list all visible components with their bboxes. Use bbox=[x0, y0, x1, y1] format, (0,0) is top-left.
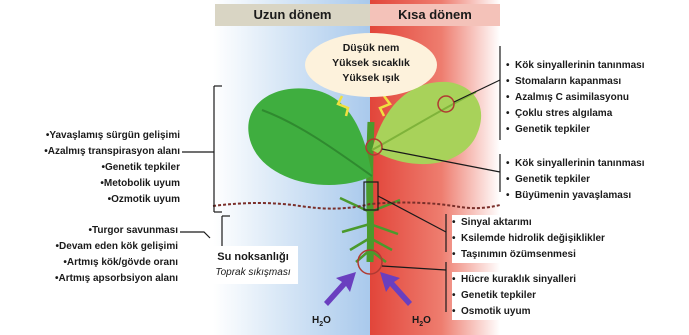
list-item: Genetik tepkiler bbox=[506, 172, 666, 188]
list-item: Devam eden kök gelişimi bbox=[2, 239, 178, 255]
climate-conditions: Düşük nem Yüksek sıcaklık Yüksek ışık bbox=[300, 41, 442, 86]
h2o-o: O bbox=[423, 315, 431, 326]
list-item: Ozmotik uyum bbox=[2, 192, 180, 208]
h2o-label-right: H2O bbox=[412, 315, 431, 328]
list-item: Genetik tepkiler bbox=[506, 122, 656, 138]
h2o-o: O bbox=[323, 315, 331, 326]
cloud-line: Yüksek ışık bbox=[300, 71, 442, 86]
list-item: Osmotik uyum bbox=[452, 304, 602, 320]
h2o-label-left: H2O bbox=[312, 315, 331, 328]
list-item: Artmış kök/gövde oranı bbox=[2, 255, 178, 271]
list-item: Ksilemde hidrolik değişiklikler bbox=[452, 231, 620, 247]
list-item: Metobolik uyum bbox=[2, 176, 180, 192]
cloud-line: Düşük nem bbox=[300, 41, 442, 56]
list-item: Büyümenin yavaşlaması bbox=[506, 188, 666, 204]
water-deficit-title: Su noksanlığı bbox=[208, 248, 298, 266]
left-leaf bbox=[248, 88, 372, 185]
root-signal-panel: Sinyal aktarımı Ksilemde hidrolik değişi… bbox=[452, 215, 620, 263]
water-arrow-right bbox=[380, 272, 412, 306]
list-item: Yavaşlamış sürgün gelişimi bbox=[2, 128, 180, 144]
soil-compaction-label: Toprak sıkışması bbox=[208, 266, 298, 280]
plant-stem bbox=[370, 122, 371, 262]
leaf-response-panel: Kök sinyallerinin tanınması Stomaların k… bbox=[506, 58, 656, 138]
list-item: Taşınımın özümsenmesi bbox=[452, 247, 620, 263]
cloud-line: Yüksek sıcaklık bbox=[300, 56, 442, 71]
list-item: Hücre kuraklık sinyalleri bbox=[452, 272, 602, 288]
long-term-shoot-panel: Yavaşlamış sürgün gelişimi Azalmış trans… bbox=[2, 128, 180, 208]
list-item: Sinyal aktarımı bbox=[452, 215, 620, 231]
list-item: Genetik tepkiler bbox=[2, 160, 180, 176]
list-item: Genetik tepkiler bbox=[452, 288, 602, 304]
list-item: Azalmış transpirasyon alanı bbox=[2, 144, 180, 160]
root-tip-response-panel: Hücre kuraklık sinyalleri Genetik tepkil… bbox=[452, 272, 602, 320]
list-item: Azalmış C asimilasyonu bbox=[506, 90, 656, 106]
list-item: Çoklu stres algılama bbox=[506, 106, 656, 122]
list-item: Turgor savunması bbox=[2, 223, 178, 239]
water-arrow-left bbox=[324, 272, 356, 306]
list-item: Kök sinyallerinin tanınması bbox=[506, 156, 666, 172]
list-item: Kök sinyallerinin tanınması bbox=[506, 58, 656, 74]
water-deficit-box: Su noksanlığı Toprak sıkışması bbox=[208, 246, 298, 284]
stem-response-panel: Kök sinyallerinin tanınması Genetik tepk… bbox=[506, 156, 666, 204]
list-item: Stomaların kapanması bbox=[506, 74, 656, 90]
long-term-root-panel: Turgor savunması Devam eden kök gelişimi… bbox=[2, 223, 178, 287]
list-item: Artmış apsorbsiyon alanı bbox=[2, 271, 178, 287]
